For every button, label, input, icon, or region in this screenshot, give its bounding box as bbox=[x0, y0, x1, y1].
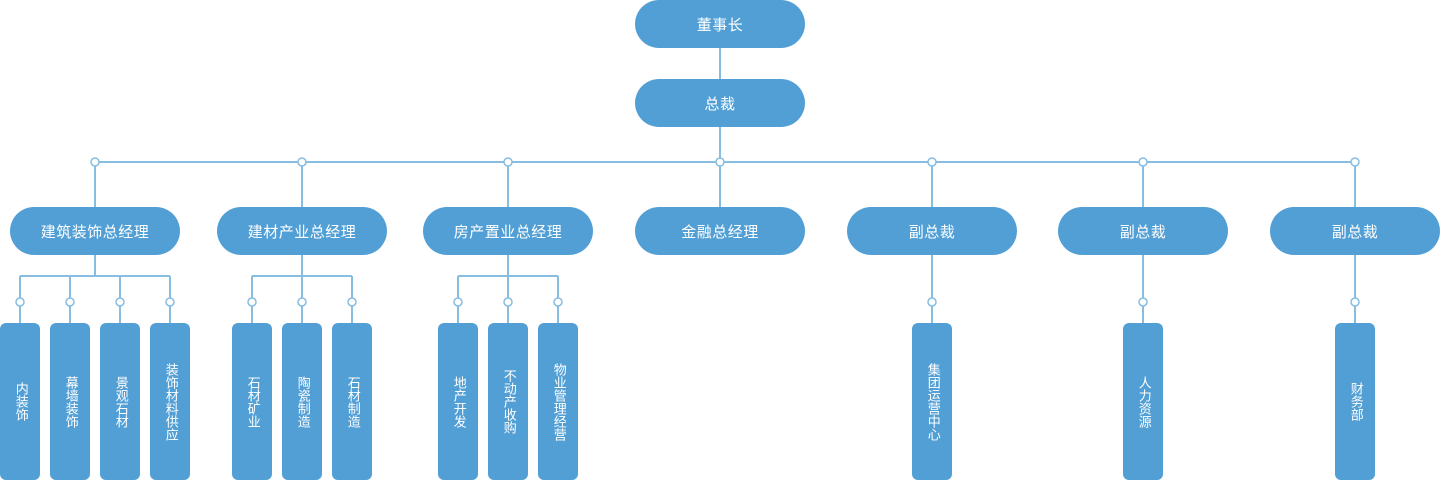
unit-node-property-management[interactable]: 物业管理经营 bbox=[538, 323, 578, 480]
connector-dot bbox=[1350, 157, 1360, 167]
connector-dot bbox=[15, 297, 25, 307]
connector-dot bbox=[90, 157, 100, 167]
division-node-real-estate[interactable]: 房产置业总经理 bbox=[423, 207, 593, 255]
connector-dot bbox=[927, 297, 937, 307]
connector-dot bbox=[297, 297, 307, 307]
connector-dot bbox=[297, 157, 307, 167]
unit-node-material-supply[interactable]: 装饰材料供应 bbox=[150, 323, 190, 480]
unit-node-curtain-wall[interactable]: 幕墙装饰 bbox=[50, 323, 90, 480]
connector-dot bbox=[503, 297, 513, 307]
connector-dot bbox=[553, 297, 563, 307]
connector-dot bbox=[927, 157, 937, 167]
connector-dot bbox=[453, 297, 463, 307]
chairman-node[interactable]: 董事长 bbox=[635, 0, 805, 48]
division-node-vp-2[interactable]: 副总裁 bbox=[1058, 207, 1228, 255]
division-node-vp-3[interactable]: 副总裁 bbox=[1270, 207, 1440, 255]
connector-dot bbox=[1350, 297, 1360, 307]
connector-dot bbox=[503, 157, 513, 167]
connector-dot bbox=[1138, 297, 1148, 307]
connector-dot bbox=[247, 297, 257, 307]
division-node-construction-decoration[interactable]: 建筑装饰总经理 bbox=[10, 207, 180, 255]
unit-node-operations-center[interactable]: 集团运营中心 bbox=[912, 323, 952, 480]
connector-dot bbox=[715, 157, 725, 167]
division-node-building-materials[interactable]: 建材产业总经理 bbox=[217, 207, 387, 255]
unit-node-ceramics[interactable]: 陶瓷制造 bbox=[282, 323, 322, 480]
president-node[interactable]: 总裁 bbox=[635, 79, 805, 127]
unit-node-stone-manufacturing[interactable]: 石材制造 bbox=[332, 323, 372, 480]
division-node-vp-1[interactable]: 副总裁 bbox=[847, 207, 1017, 255]
unit-node-human-resources[interactable]: 人力资源 bbox=[1123, 323, 1163, 480]
unit-node-interior-decoration[interactable]: 内装饰 bbox=[0, 323, 40, 480]
division-node-finance[interactable]: 金融总经理 bbox=[635, 207, 805, 255]
connector-dot bbox=[1138, 157, 1148, 167]
unit-node-finance-dept[interactable]: 财务部 bbox=[1335, 323, 1375, 480]
connector-dot bbox=[347, 297, 357, 307]
connector-dot bbox=[65, 297, 75, 307]
unit-node-stone-mining[interactable]: 石材矿业 bbox=[232, 323, 272, 480]
unit-node-landscape-stone[interactable]: 景观石材 bbox=[100, 323, 140, 480]
connector-dot bbox=[165, 297, 175, 307]
unit-node-land-development[interactable]: 地产开发 bbox=[438, 323, 478, 480]
connector-dot bbox=[115, 297, 125, 307]
unit-node-property-acquisition[interactable]: 不动产收购 bbox=[488, 323, 528, 480]
